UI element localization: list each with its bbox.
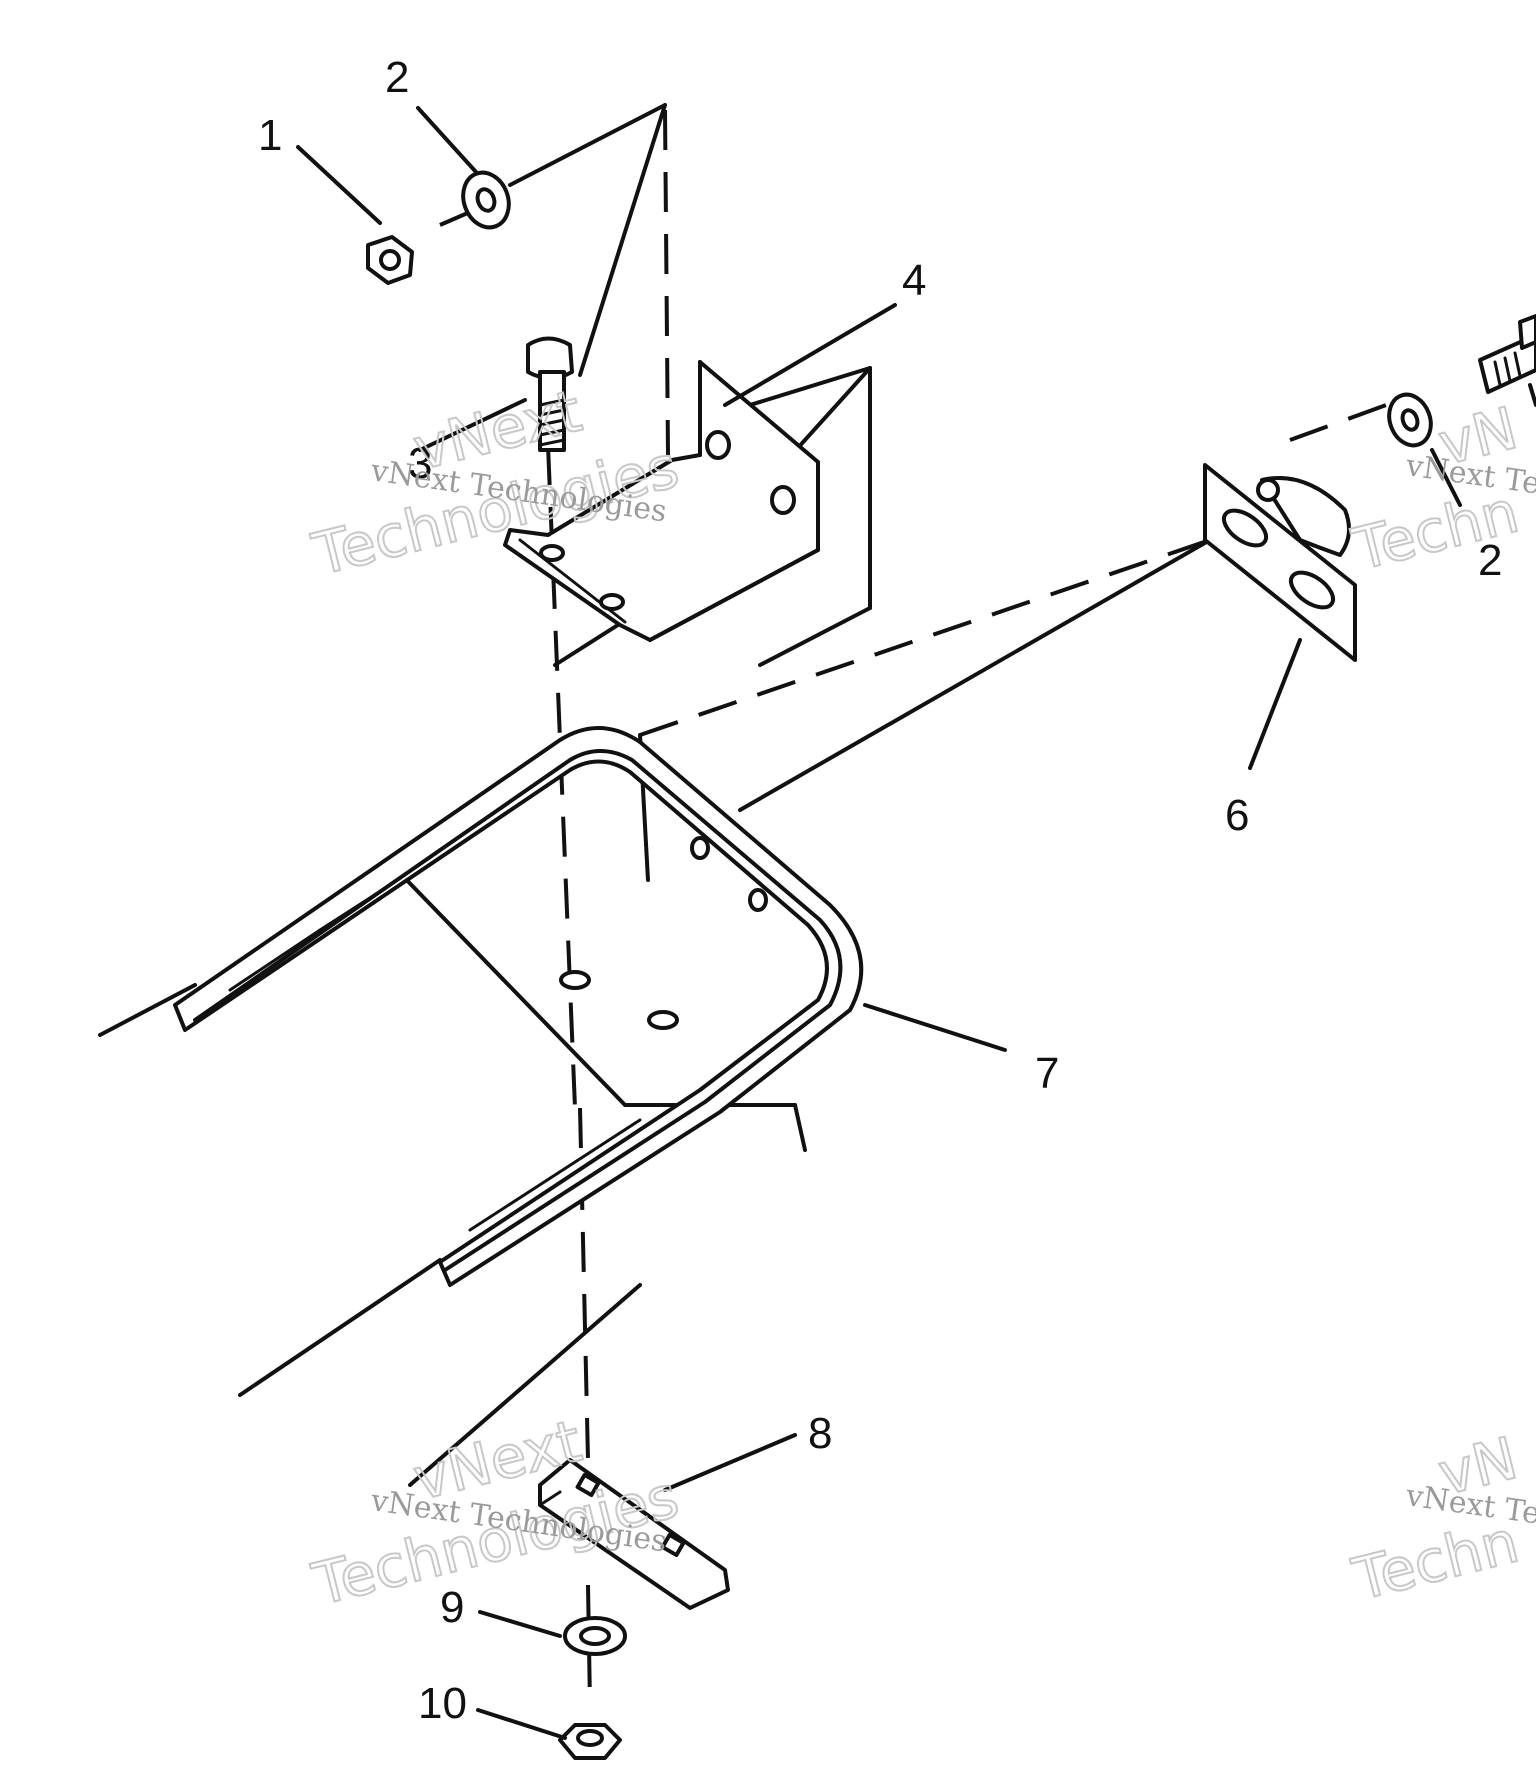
bolt-horizontal-right xyxy=(1478,314,1536,407)
callout-2-right: 2 xyxy=(1478,536,1502,585)
watermark-top-right: vN Techn vNext Te xyxy=(1345,393,1536,585)
hex-nut-bottom xyxy=(558,1723,622,1760)
callout-10: 10 xyxy=(418,1679,467,1728)
callout-6: 6 xyxy=(1225,791,1249,840)
flat-washer-right xyxy=(1387,392,1433,448)
callout-2: 2 xyxy=(385,53,409,102)
callout-1: 1 xyxy=(258,111,282,160)
callout-8: 8 xyxy=(808,1409,832,1458)
watermark-bottom-left: vNext Technologies vNext Technologies xyxy=(305,1406,686,1620)
latch-plate xyxy=(1203,463,1357,662)
angle-bracket xyxy=(503,360,820,642)
bolt-vertical xyxy=(526,336,574,452)
callout-3: 3 xyxy=(408,439,432,488)
hex-nut-top xyxy=(366,235,414,285)
leader-lines xyxy=(296,106,1462,1740)
flat-washer-top xyxy=(461,170,511,230)
callout-4: 4 xyxy=(902,256,926,305)
callout-labels: 1 2 3 4 2 6 7 8 9 10 xyxy=(258,53,1502,1728)
u-frame-rail xyxy=(173,726,864,1287)
watermark-bottom-right: vN Techn vNext Te xyxy=(1345,1423,1536,1615)
callout-7: 7 xyxy=(1035,1049,1059,1098)
callout-9: 9 xyxy=(440,1583,464,1632)
flat-washer-bottom xyxy=(563,1616,627,1656)
backing-strap xyxy=(538,1458,730,1610)
